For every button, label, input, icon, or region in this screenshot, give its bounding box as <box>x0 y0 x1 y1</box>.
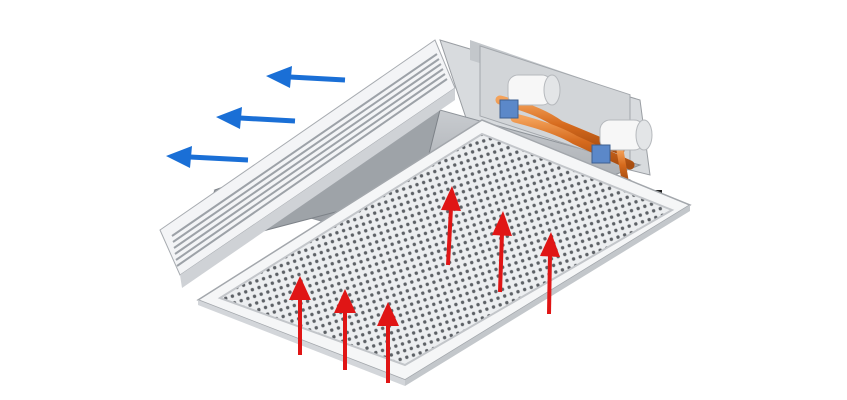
coil-pipework <box>479 45 662 199</box>
intake-arrow <box>540 232 560 315</box>
exhaust-arrow <box>266 66 346 88</box>
valve-actuator-left <box>499 74 561 119</box>
intake-arrow <box>377 302 399 383</box>
grille-louvres <box>171 53 448 267</box>
exhaust-arrows <box>166 66 346 168</box>
exhaust-arrow <box>216 107 296 129</box>
intake-arrow <box>289 276 311 355</box>
intake-arrows <box>289 186 560 383</box>
exhaust-arrow <box>166 146 249 168</box>
valve-actuator-right <box>591 119 653 164</box>
intake-arrow <box>441 186 461 266</box>
intake-arrow <box>334 289 356 370</box>
discharge-grille <box>159 39 456 288</box>
intake-arrow <box>492 211 512 293</box>
